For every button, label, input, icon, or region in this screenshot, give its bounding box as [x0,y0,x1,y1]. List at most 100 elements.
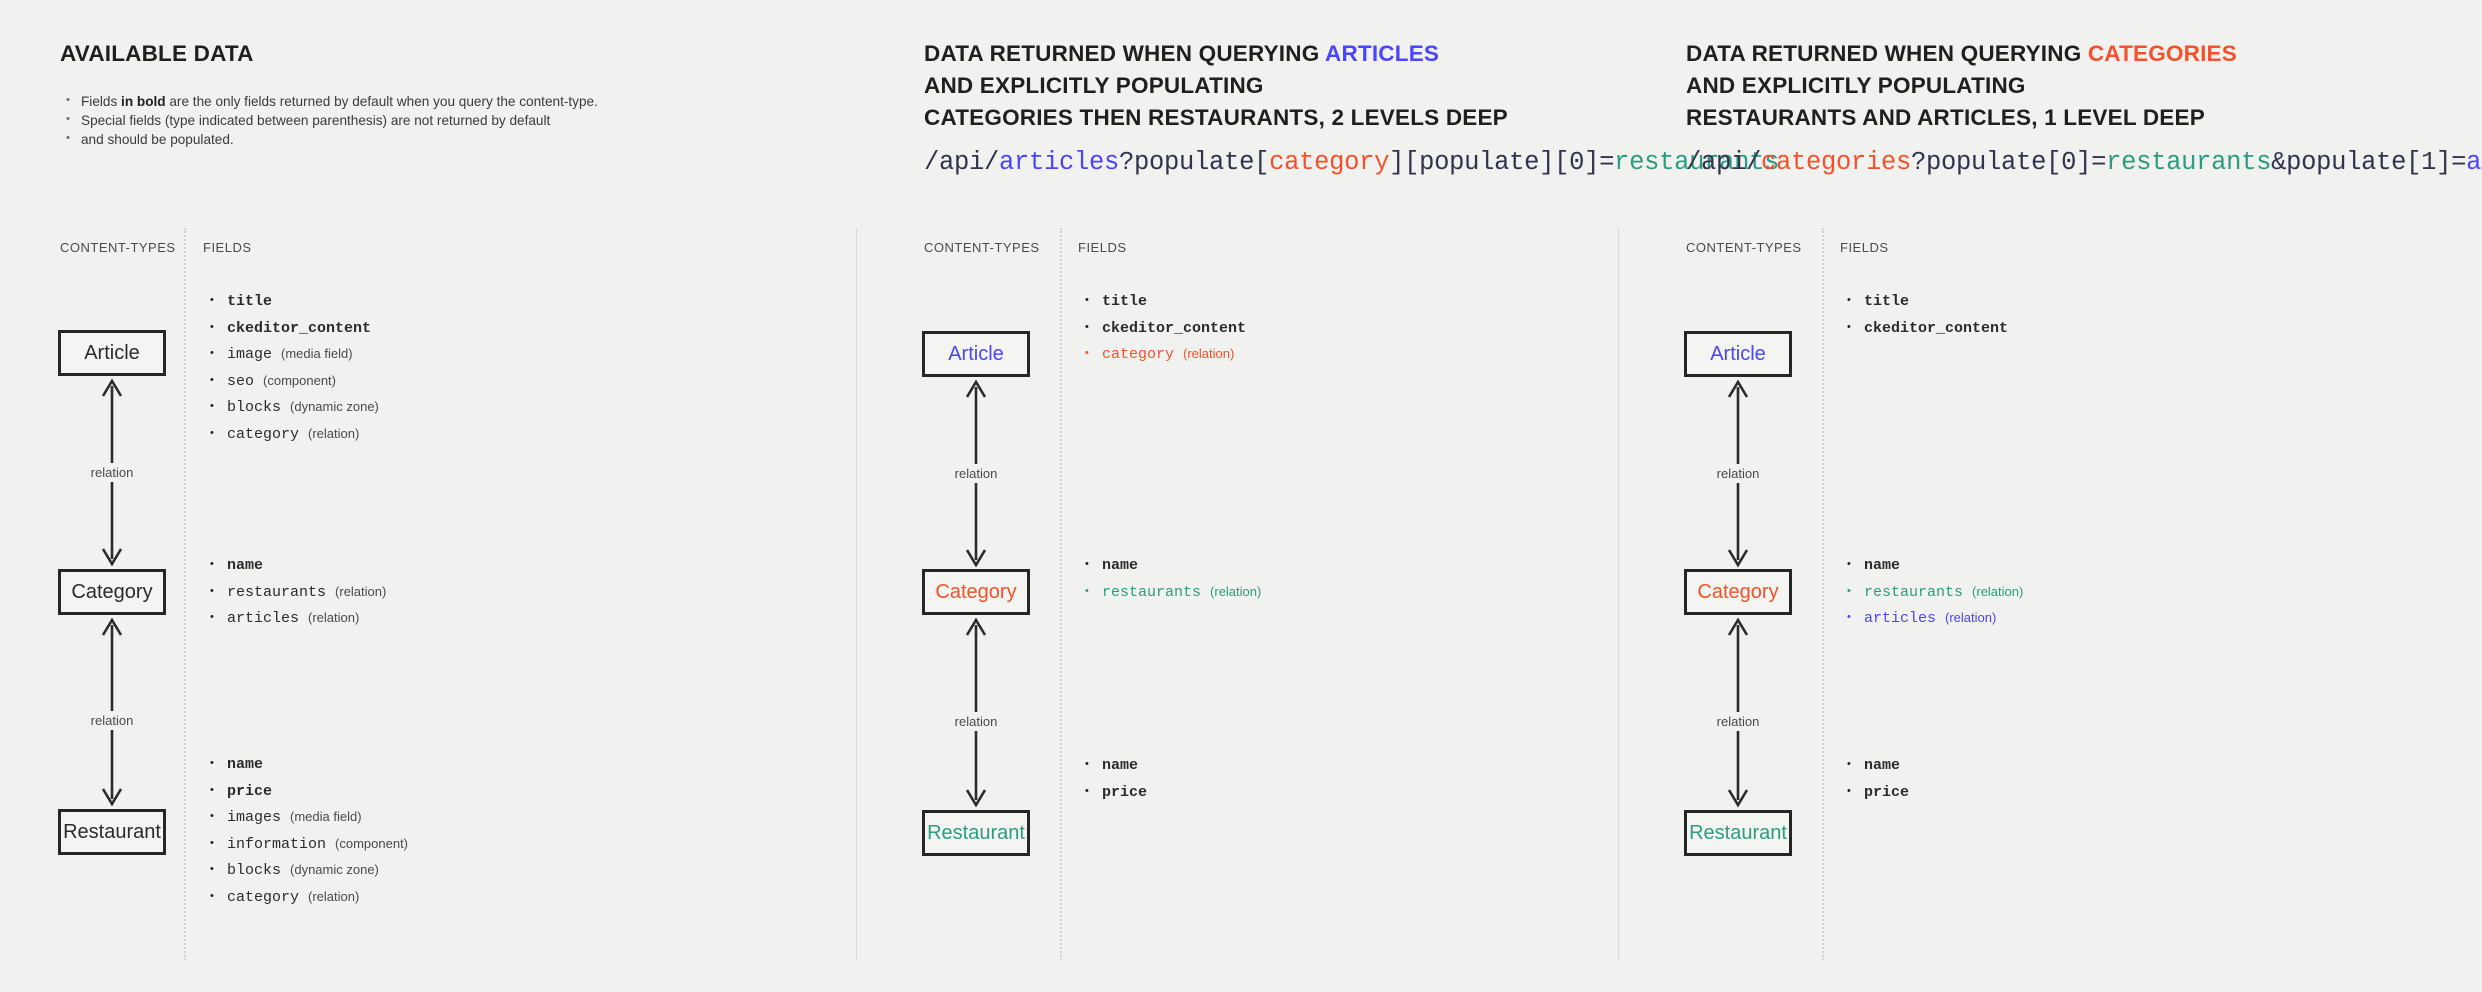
field-name: category [227,888,300,906]
field-type: (relation) [335,583,387,599]
panel3-heading-line1: DATA RETURNED WHEN QUERYING CATEGORIES [1686,38,2237,70]
field-name: restaurants [227,583,327,601]
field-type: (relation) [308,425,360,441]
field-row: name [1842,752,1909,779]
panel2-heading-block: DATA RETURNED WHEN QUERYING ARTICLES AND… [924,38,1508,134]
field-name: blocks [227,862,282,879]
panel-query-articles: DATA RETURNED WHEN QUERYING ARTICLES AND… [856,0,1779,992]
url-segment: &populate[1]= [2271,148,2467,177]
field-type: (relation) [1945,610,1997,625]
fields-category: name restaurants (relation) articles (relati… [205,552,386,632]
field-name: images [227,809,282,826]
column-divider-dotted [184,228,186,960]
field-row: category (relation) [1080,341,1246,368]
node-category[interactable]: Category [1684,569,1792,615]
field-row: title [1080,288,1246,315]
field-name: title [227,293,273,310]
field-type: (media field) [290,809,362,824]
node-article[interactable]: Article [922,331,1030,377]
column-label-content-types: CONTENT-TYPES [924,240,1040,255]
heading-text: DATA RETURNED WHEN QUERYING [924,41,1326,66]
field-type: (dynamic zone) [290,399,379,414]
field-name: name [227,557,264,574]
heading-highlight-articles: ARTICLES [1325,41,1440,66]
column-label-fields: FIELDS [1078,240,1127,255]
url-segment: ?populate[0]= [1911,148,2107,177]
field-name: articles [227,610,300,627]
panel-separator [1618,228,1619,960]
field-type: (dynamic zone) [290,862,379,877]
field-name: name [227,756,264,773]
field-row: name [1080,552,1261,579]
field-name: blocks [227,399,282,416]
field-name: title [1864,293,1910,310]
legend-post: are the only fields returned by default … [165,94,598,109]
url-segment: category [1269,148,1390,177]
legend-bold: in bold [121,94,166,109]
heading-text: DATA RETURNED WHEN QUERYING [1686,41,2088,66]
api-url: /api/categories?populate[0]=restaurants&… [1686,148,2482,177]
node-article[interactable]: Article [58,330,166,376]
column-divider-dotted [1822,228,1824,960]
field-name: category [227,425,300,443]
field-name: restaurants [1102,583,1202,601]
field-row: name [205,552,386,579]
field-row: blocks (dynamic zone) [205,394,379,421]
field-row: title [205,288,379,315]
field-row: restaurants (relation) [205,579,386,606]
panel2-heading-line3: CATEGORIES THEN RESTAURANTS, 2 LEVELS DE… [924,105,1508,130]
field-row: name [1842,552,2023,579]
field-name: price [1102,783,1148,801]
url-segment: ][populate][0]= [1389,148,1615,177]
field-name: articles [1864,610,1937,627]
field-row: restaurants(relation) [1842,579,2023,606]
field-type: (relation) [1183,346,1235,361]
panel-separator [856,228,857,960]
field-name: name [1864,557,1901,574]
field-type: (relation) [1972,583,2024,599]
api-url: /api/articles?populate[category][populat… [924,148,1779,177]
column-label-content-types: CONTENT-TYPES [60,240,176,255]
node-restaurant[interactable]: Restaurant [922,810,1030,856]
legend-pre: Fields [81,94,122,109]
panel3-heading-line2: AND EXPLICITLY POPULATING [1686,73,2026,98]
column-label-content-types: CONTENT-TYPES [1686,240,1802,255]
panel3-heading-block: DATA RETURNED WHEN QUERYING CATEGORIES A… [1686,38,2237,134]
field-type: (relation) [308,610,360,625]
node-article[interactable]: Article [1684,331,1792,377]
field-name: price [227,782,273,800]
url-segment: restaurants [1614,148,1780,177]
field-name: name [1864,757,1901,774]
legend-pre: and should be populated. [81,132,234,147]
field-row: seo(component) [205,368,379,395]
field-type: (relation) [308,888,360,904]
field-row: category (relation) [205,884,408,911]
field-name: name [1102,757,1139,774]
field-row: restaurants(relation) [1080,579,1261,606]
panel3-heading-line3: RESTAURANTS AND ARTICLES, 1 LEVEL DEEP [1686,105,2205,130]
panel-query-categories: DATA RETURNED WHEN QUERYING CATEGORIES A… [1618,0,2482,992]
fields-category: namerestaurants(relation) [1080,552,1261,605]
url-segment: /api/ [1686,148,1762,177]
node-restaurant[interactable]: Restaurant [1684,810,1792,856]
node-category[interactable]: Category [922,569,1030,615]
field-row: information(component) [205,831,408,858]
legend-item: Fields in bold are the only fields retur… [62,91,598,111]
fields-restaurant: name price images (media field) information(… [205,751,408,910]
column-divider-dotted [1060,228,1062,960]
field-row: name [205,751,408,778]
node-category[interactable]: Category [58,569,166,615]
field-row: articles (relation) [1842,605,2023,632]
node-restaurant[interactable]: Restaurant [58,809,166,855]
legend-bullets: Fields in bold are the only fields retur… [62,91,598,149]
field-name: ckeditor_content [1102,319,1247,337]
fields-restaurant: name price [1842,752,1909,805]
page-title: AVAILABLE DATA [60,41,254,66]
field-row: category (relation) [205,421,379,448]
field-name: image [227,346,273,363]
field-name: category [1102,346,1175,363]
field-row: price [1842,779,1909,806]
column-label-fields: FIELDS [1840,240,1889,255]
relation-label: relation [950,712,1002,731]
